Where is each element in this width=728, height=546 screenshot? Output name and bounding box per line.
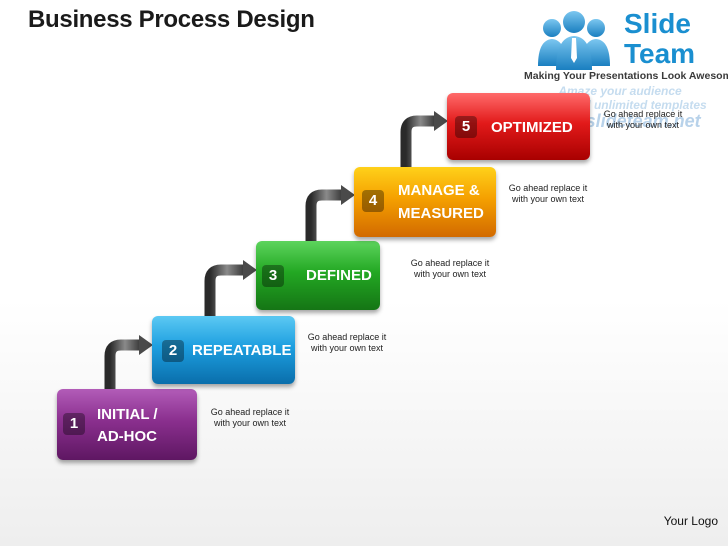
page-title: Business Process Design (28, 6, 315, 33)
step-3-note: Go ahead replace it with your own text (410, 258, 490, 279)
step-2-repeatable: 2 REPEATABLE (152, 316, 295, 384)
brand-tagline: Making Your Presentations Look Awesome (524, 70, 728, 82)
people-icon (538, 11, 610, 70)
brand-name-team: Team (624, 38, 696, 69)
brand-name-slide: Slide (624, 8, 691, 39)
step-label-line2: AD-HOC (97, 428, 157, 445)
arrow-1-to-2 (104, 335, 153, 392)
step-3-defined: 3 DEFINED (256, 241, 380, 310)
step-1-note: Go ahead replace it with your own text (210, 407, 290, 428)
step-label-line2: MEASURED (398, 205, 484, 222)
step-4-note: Go ahead replace it with your own text (508, 183, 588, 204)
arrow-4-to-5 (400, 111, 448, 169)
promo-line-1: Amaze your audience (558, 84, 682, 98)
step-5-optimized: 5 OPTIMIZED (447, 93, 590, 160)
step-5-note: Go ahead replace it with your own text (603, 109, 683, 130)
step-label: REPEATABLE (192, 342, 292, 359)
step-label: OPTIMIZED (491, 119, 573, 136)
brand-logo: Slide Team Making Your Presentations Loo… (524, 6, 728, 116)
step-label-line1: MANAGE & (398, 182, 480, 199)
arrow-3-to-4 (305, 185, 355, 243)
footer-logo-text: Your Logo (663, 514, 718, 528)
step-4-manage-measured: 4 MANAGE & MEASURED (354, 167, 496, 237)
step-number: 1 (63, 413, 85, 435)
step-1-initial: 1 INITIAL / AD-HOC (57, 389, 197, 460)
step-number: 3 (262, 265, 284, 287)
step-number: 2 (162, 340, 184, 362)
step-number: 4 (362, 190, 384, 212)
step-label: DEFINED (306, 267, 372, 284)
arrow-2-to-3 (204, 260, 257, 318)
step-label-line1: INITIAL / (97, 406, 158, 423)
step-number: 5 (455, 116, 477, 138)
step-2-note: Go ahead replace it with your own text (307, 332, 387, 353)
